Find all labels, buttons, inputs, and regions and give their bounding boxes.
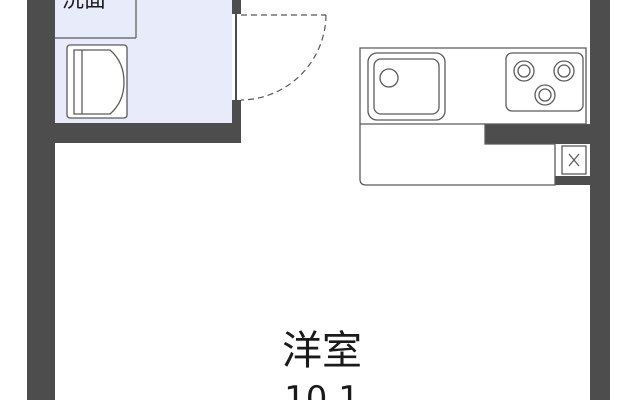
left-wall — [27, 0, 55, 400]
washroom-bottom-wall — [55, 123, 241, 143]
vent-nook-bottom — [555, 176, 590, 185]
vent-x-icon — [561, 145, 587, 175]
main-room-size: 10.1 — [284, 379, 360, 400]
main-room-label: 洋室 — [282, 328, 362, 374]
washroom-right-wall-bottom — [232, 100, 241, 143]
right-wall — [590, 0, 610, 400]
washer-pan-icon — [66, 44, 128, 119]
sink-icon — [367, 52, 446, 121]
stove-burners-icon — [505, 52, 584, 112]
door-swing-icon — [235, 14, 327, 101]
kitchen-partition — [485, 124, 590, 144]
washroom-right-wall-top — [232, 0, 241, 14]
washroom-label: 洗面 — [62, 0, 106, 13]
walls — [27, 0, 610, 400]
